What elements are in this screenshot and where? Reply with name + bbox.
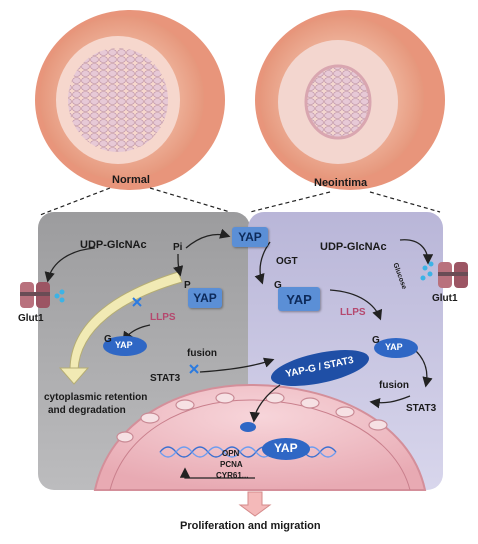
g-left: G	[104, 334, 112, 345]
yap-stat3-complex	[270, 350, 370, 386]
retention-text-2: and degradation	[48, 405, 126, 416]
normal-label: Normal	[112, 174, 150, 186]
neointima-vessel	[255, 10, 445, 190]
nucleus-yap-blob	[262, 438, 310, 460]
llps-inhibited-mark	[132, 297, 142, 307]
fusion-left: fusion	[187, 348, 217, 359]
pi-label: Pi	[173, 242, 183, 253]
glut1-right-label: Glut1	[432, 293, 458, 304]
nucleus	[93, 383, 427, 491]
yap-g-left: YAP	[115, 340, 133, 350]
yap-phospho-box: YAP	[188, 288, 222, 308]
udp-glcnac-right: UDP-GlcNAc	[320, 241, 387, 253]
yap-small-dot	[240, 422, 256, 432]
stat3-right: STAT3	[406, 403, 437, 414]
gene-opn: OPN	[222, 449, 240, 458]
p-label: P	[184, 280, 191, 291]
yap-g-right-box: YAP	[278, 287, 320, 311]
retention-text-1: cytoplasmic retention	[44, 392, 148, 403]
zoom-lines	[39, 187, 441, 216]
retention-arrow-head	[58, 367, 90, 385]
fusion-right: fusion	[379, 380, 409, 391]
normal-vessel	[35, 10, 225, 190]
outcome-arrow	[238, 491, 272, 517]
glut1-left-label: Glut1	[18, 313, 44, 324]
fusion-inhibited-mark	[189, 364, 199, 374]
llps-left: LLPS	[150, 312, 176, 323]
g-right-2: G	[372, 335, 380, 346]
outcome-label: Proliferation and migration	[180, 520, 321, 532]
udp-glcnac-left: UDP-GlcNAc	[80, 239, 147, 251]
nucleus-yap: YAP	[274, 441, 298, 455]
g-yap-right-blob	[374, 338, 418, 358]
g-right: G	[274, 280, 282, 291]
yap-top-box: YAP	[232, 227, 268, 247]
stat3-left: STAT3	[150, 373, 181, 384]
yap-g-right-2: YAP	[385, 342, 403, 352]
gene-cyr61: CYR61...	[216, 471, 249, 480]
gene-pcna: PCNA	[220, 460, 243, 469]
g-yap-left-blob	[103, 336, 147, 356]
pathway-arrows	[44, 228, 434, 479]
glut1-left-icon	[20, 282, 65, 308]
ogt-label: OGT	[276, 256, 298, 267]
llps-right: LLPS	[340, 307, 366, 318]
glut1-right-icon	[420, 261, 468, 288]
neointima-label: Neointima	[314, 177, 368, 189]
